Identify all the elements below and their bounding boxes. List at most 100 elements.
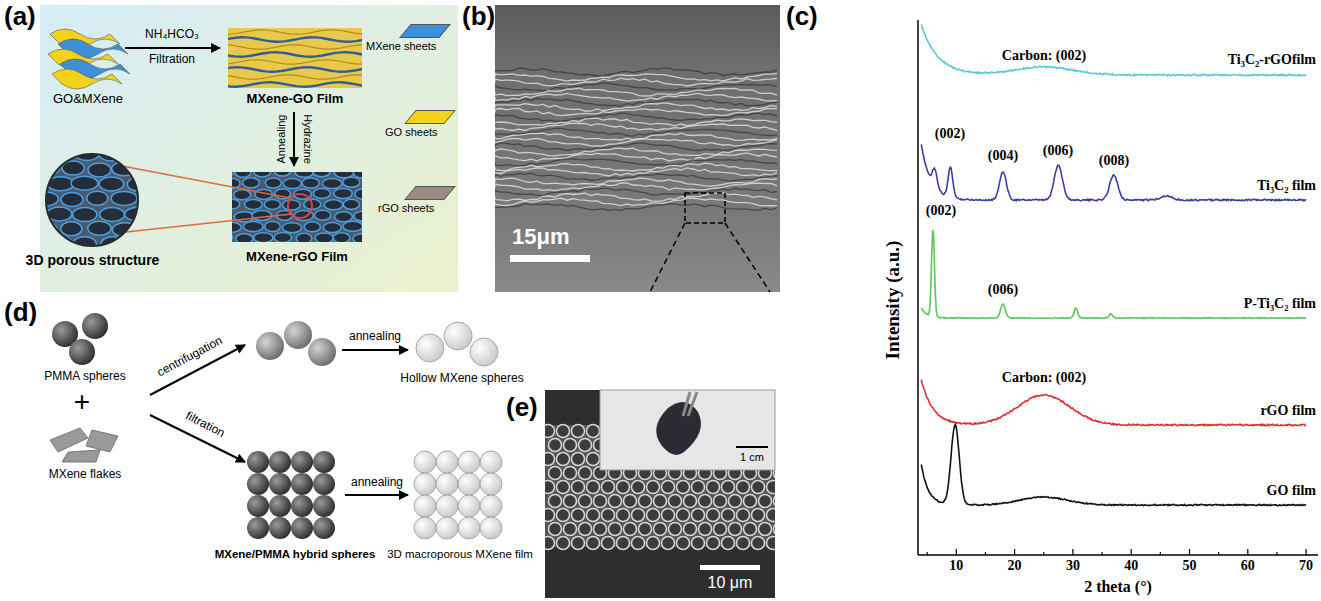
series-label-holder: Ti₃C₂ film (1257, 178, 1316, 194)
axis-ticks-line (956, 549, 957, 555)
tick-label-holder: 10 (949, 558, 963, 574)
macroporous-spheres (414, 451, 502, 539)
porous-pores-circle (549, 495, 562, 508)
porous-cells-ellipse (353, 234, 362, 242)
porous-pores-circle (639, 523, 652, 536)
porous-cells-ellipse (313, 172, 330, 177)
film-layers-path (228, 60, 362, 64)
porous-pores-circle (632, 481, 645, 494)
macroporous-spheres-circle (458, 517, 480, 539)
porous-pores-circle (744, 495, 757, 508)
porous-pores-circle (684, 523, 697, 536)
pmma-sphere (69, 339, 95, 365)
porous-cells-ellipse (254, 233, 273, 242)
film-layers-path (228, 75, 362, 79)
xrd-curves-path (921, 144, 1306, 200)
porous-pores-circle (609, 523, 622, 536)
process-label-holder: filtration (183, 409, 227, 440)
porous-cells-ellipse (22, 147, 45, 161)
peak-label: (006) (988, 282, 1018, 297)
zoom-line (122, 166, 290, 198)
hollow-sphere (444, 322, 472, 350)
porous-cells (20, 146, 153, 251)
porous-cells-ellipse (61, 222, 82, 236)
axis-title-holder: Intensity (a.u.) (882, 241, 904, 360)
porous-pores-circle (737, 537, 750, 550)
scale-bar (510, 255, 590, 262)
panel-c-chart (918, 20, 1318, 555)
porous-cells-ellipse (111, 191, 137, 205)
panel-letter-holder: (c) (786, 2, 818, 32)
series-label-holder: GO film (1267, 483, 1316, 499)
porous-cells-ellipse (354, 211, 362, 221)
porous-cells-ellipse (283, 200, 301, 210)
axis-title-holder: 2 theta (°) (1084, 578, 1152, 596)
structure-label: 3D porous structure (26, 252, 160, 268)
porous-cells-ellipse (355, 189, 362, 199)
porous-cells-ellipse (24, 178, 45, 192)
legend-text: rGO sheets (378, 202, 434, 214)
peak-label: Carbon: (002) (1002, 370, 1086, 385)
macroporous-spheres-circle (414, 495, 436, 517)
porous-cells-ellipse (334, 189, 352, 199)
hybrid-spheres-circle (247, 473, 269, 495)
porous-pores-circle (632, 537, 645, 550)
porous-pores-circle (677, 537, 690, 550)
porous-cells (232, 172, 362, 242)
porous-pores-circle (602, 537, 615, 550)
sem-image (495, 5, 780, 292)
macroporous-spheres-circle (480, 473, 502, 495)
sem-layers-path (495, 109, 777, 116)
film-layers-path (228, 67, 362, 71)
porous-cells-ellipse (245, 199, 263, 209)
peak-label-holder: Carbon: (002) (1002, 370, 1086, 386)
porous-cells-ellipse (254, 172, 271, 177)
coated-sphere (308, 338, 336, 366)
peak-label: Carbon: (002) (1002, 48, 1086, 63)
process-label-holder: Hydrazine (302, 114, 315, 164)
component-label: GO&MXene (53, 91, 123, 106)
series-label: rGO film (1260, 403, 1316, 418)
tick-label-holder: 50 (1183, 558, 1197, 574)
macroporous-spheres-circle (480, 495, 502, 517)
porous-pores-circle (617, 509, 630, 522)
porous-cells-ellipse (112, 223, 138, 237)
component-label-holder: GO&MXene (53, 92, 123, 107)
peak-label-holder: (008) (1099, 153, 1129, 169)
porous-pores-circle (662, 481, 675, 494)
hybrid-spheres-circle (269, 495, 291, 517)
porous-pores-circle (587, 509, 600, 522)
sem-layers-path (495, 93, 777, 101)
tick-label-holder: 60 (1241, 558, 1255, 574)
film-layers-path (228, 52, 362, 56)
component-label: PMMA spheres (44, 369, 125, 383)
tick-label-holder: 30 (1066, 558, 1080, 574)
porous-cells-ellipse (243, 222, 263, 232)
process-label-holder: Annealing (275, 115, 288, 164)
film-layers-path (228, 45, 362, 49)
porous-pores-circle (557, 537, 570, 550)
porous-pores-circle (545, 509, 555, 522)
porous-cells-ellipse (232, 199, 240, 209)
peak-label-holder: (004) (988, 148, 1018, 164)
go-mxene-sheets (48, 29, 130, 89)
porous-cells-ellipse (71, 176, 98, 190)
porous-pores-circle (579, 439, 592, 452)
process-arrow (342, 349, 408, 351)
porous-pores-circle (564, 439, 577, 452)
peak-label: (004) (988, 148, 1018, 163)
sem-layers (495, 68, 777, 210)
peak-label-holder: (006) (988, 282, 1018, 298)
axis-ticks-line (927, 552, 928, 555)
porous-cells-ellipse (87, 191, 108, 205)
panel-letter-holder: (e) (506, 393, 538, 423)
axis-ticks-line (1247, 549, 1248, 555)
series-label: P-Ti₃C₂ film (1244, 296, 1316, 311)
dashed-leader (650, 223, 685, 292)
sem-layers-path (495, 163, 777, 171)
panel-letter: (a) (4, 1, 36, 31)
porous-cells-ellipse (34, 161, 60, 175)
porous-cells-ellipse (343, 177, 360, 187)
porous-pores-circle (669, 523, 682, 536)
